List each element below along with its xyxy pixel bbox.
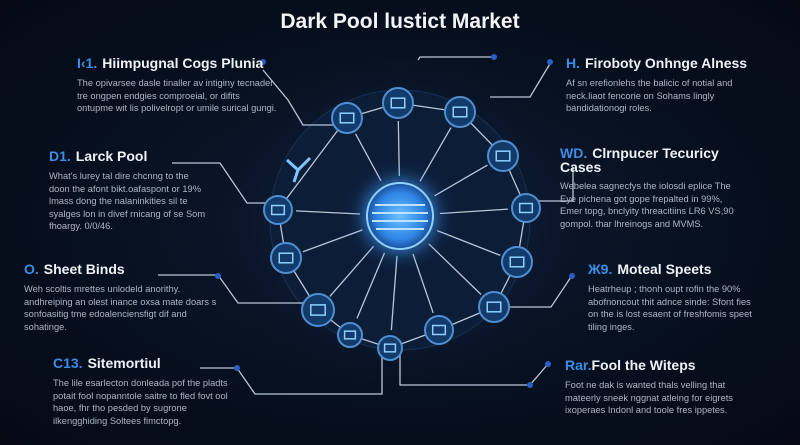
node-icon [382, 87, 414, 119]
section-number: C13. [53, 355, 83, 371]
section-body: Af sn erefionlehs the balicic of notial … [566, 78, 733, 113]
leader-dots [215, 54, 575, 388]
section-2: D1.Larck Pool What's lurey tal dire chcn… [49, 148, 209, 233]
section-body: Weh scoltis mrettes unlodeld anorithy. a… [24, 284, 217, 332]
central-hub [366, 182, 434, 250]
bird-icon [285, 156, 312, 183]
node-icon [511, 193, 541, 223]
section-body: What's lurey tal dire chcnng to the doon… [49, 171, 206, 231]
section-number: D1. [49, 148, 71, 164]
section-body: Heatrheup ; thonh oupt rofin the 90% abo… [588, 284, 752, 332]
section-body: The opivarsee dasle tinaller av intiginy… [77, 78, 277, 113]
spoke-line [354, 133, 382, 182]
section-body: The lile esarlecton donleada pof the pla… [53, 378, 228, 426]
spoke-line [329, 245, 375, 297]
spoke-line [295, 210, 361, 215]
section-title: Fool the Witeps [591, 357, 696, 373]
spoke-line [302, 229, 363, 253]
node-icon [270, 242, 302, 274]
node-icon [337, 322, 363, 348]
spoke-line [390, 255, 398, 331]
section-1: I‹1.Hiimpugnal Cogs Plunia The opivarsee… [77, 55, 277, 115]
node-icon [263, 195, 293, 225]
section-number: Rar. [565, 357, 592, 373]
section-title: Clrnpucer Tecuricy Cases [560, 145, 719, 175]
section-title: Larck Pool [75, 148, 148, 164]
node-icon [487, 140, 519, 172]
hub-lines-icon [372, 204, 428, 230]
section-title: Moteal Speets [617, 261, 712, 277]
spoke-line [434, 164, 488, 197]
section-number: I‹1. [77, 55, 98, 71]
section-body: Foot ne dak is wanted thals velling that… [565, 380, 733, 415]
section-5: H. Firoboty Onhnge Alness Af sn erefionle… [566, 55, 766, 115]
section-title: Firoboty Onhnge Alness [585, 55, 748, 71]
section-number: Ж9. [588, 261, 613, 277]
section-6: WD.Clrnpucer Tecuricy Cases Webelea sagn… [560, 146, 735, 230]
node-icon [377, 335, 403, 361]
section-3: O.Sheet Binds Weh scoltis mrettes unlode… [24, 261, 219, 333]
section-number: H. [566, 55, 580, 71]
section-title: Hiimpugnal Cogs Plunia [102, 55, 264, 71]
node-icon [478, 291, 510, 323]
ring-connector [277, 117, 348, 211]
spoke-line [439, 208, 509, 215]
page-title: Dark Pool lustict Market [280, 10, 520, 33]
section-title: Sheet Binds [43, 261, 125, 277]
leader-lines [158, 56, 574, 395]
node-icon [331, 102, 363, 134]
spoke-line [397, 120, 400, 177]
spoke-line [412, 253, 434, 314]
section-number: O. [24, 261, 39, 277]
spoke-line [419, 127, 452, 182]
section-number: WD. [560, 145, 588, 161]
spoke-line [356, 252, 386, 319]
section-4: C13.Sitemortiul The lile esarlecton donl… [53, 355, 243, 427]
node-icon [501, 246, 533, 278]
section-7: Ж9.Moteal Speets Heatrheup ; thonh oupt … [588, 261, 758, 333]
section-8: Rar.Fool the Witeps Foot ne dak is wante… [565, 357, 735, 417]
section-body: Webelea sagnecfys the iolosdi eplice The… [560, 181, 734, 229]
section-title: Sitemortiul [87, 355, 161, 371]
node-icon [444, 96, 476, 128]
spoke-line [428, 243, 482, 295]
node-icon [301, 293, 335, 327]
spoke-line [436, 230, 501, 257]
node-icon [424, 315, 454, 345]
